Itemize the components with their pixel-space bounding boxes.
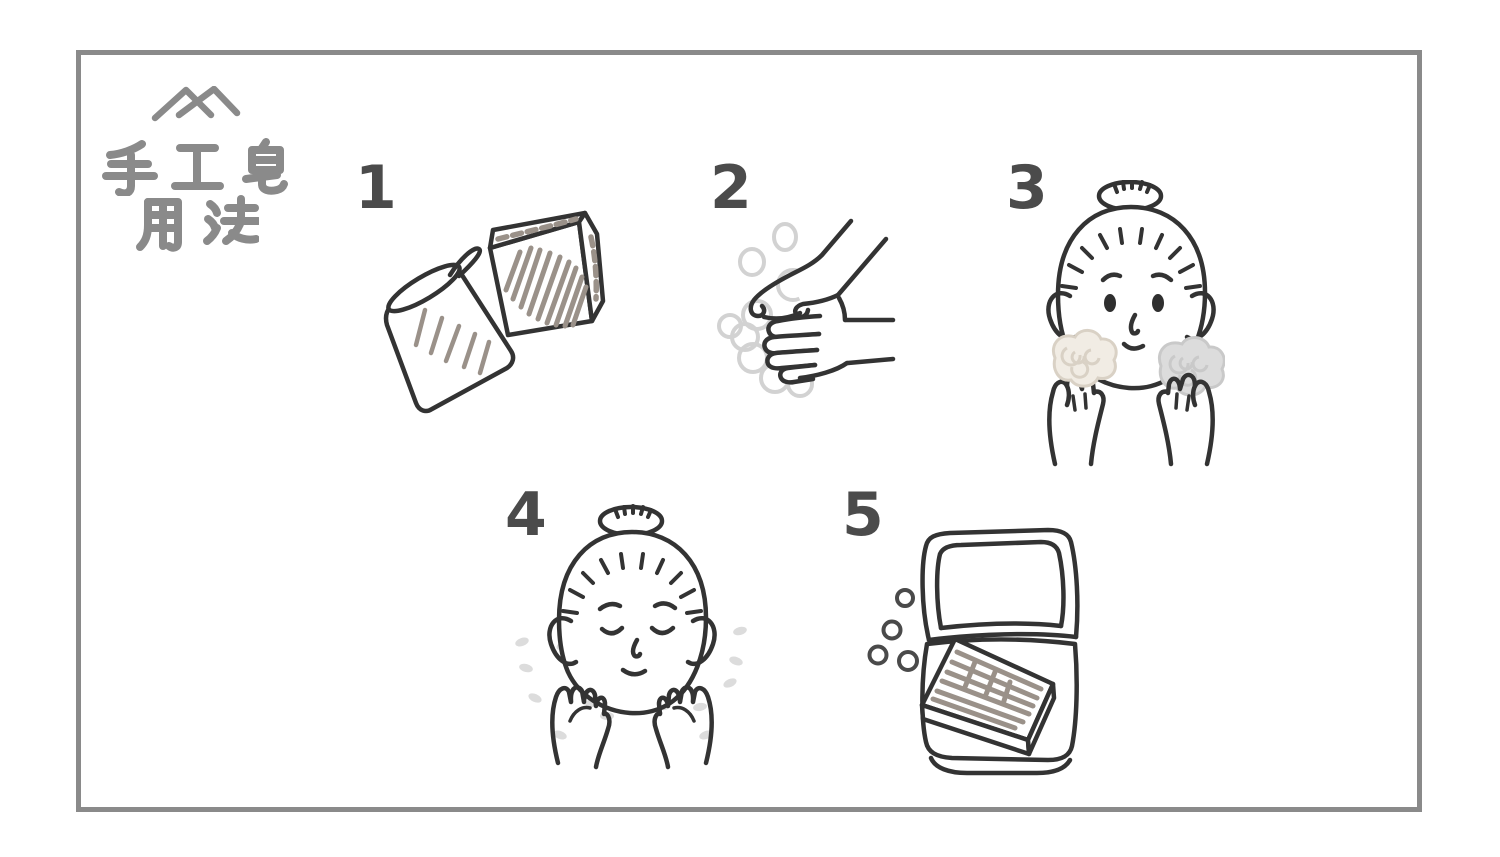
box-scribble-shading — [495, 216, 599, 329]
forearm — [835, 236, 889, 298]
mountain-icon — [151, 86, 241, 122]
right-eyebrow — [652, 601, 678, 611]
nose — [1128, 312, 1141, 336]
open-soap-package-illustration — [383, 210, 606, 414]
glyph-zao — [242, 138, 288, 195]
soap-box-side — [576, 210, 606, 324]
left-eye-closed — [599, 625, 625, 636]
left-hand — [1047, 372, 1106, 467]
right-hand — [1156, 372, 1215, 467]
step-2-number: 2 — [710, 153, 752, 223]
foam-left-cheek — [1052, 329, 1118, 388]
bag-opening — [386, 262, 462, 314]
nose — [630, 637, 643, 659]
right-eye — [1152, 294, 1164, 312]
soap-scribble-shading — [930, 649, 1044, 731]
logo-title-line2-graphic — [136, 195, 259, 252]
glyph-yong — [136, 198, 182, 252]
bag-hatch-shading — [413, 307, 492, 376]
right-eyebrow — [1150, 272, 1174, 283]
drawstring-bag-body — [383, 269, 516, 414]
step-4-number: 4 — [505, 480, 547, 550]
glyph-fa — [203, 195, 259, 245]
lather-hands-illustration — [717, 218, 896, 398]
logo-title-line2: 用法 — [0, 0, 1, 1]
logo-title-line1-graphic — [102, 138, 288, 196]
left-eyebrow — [597, 601, 623, 612]
hair-dashes — [1060, 227, 1202, 290]
soap-bar-side-right — [1025, 681, 1057, 757]
step-1-number: 1 — [355, 153, 397, 223]
step-3-number: 3 — [1006, 153, 1048, 223]
bun-dashes — [1112, 180, 1152, 194]
soap-bubbles — [738, 222, 798, 277]
soap-bubbles — [867, 588, 919, 672]
upper-hand — [748, 218, 854, 319]
right-eye-closed — [649, 625, 676, 636]
case-lid-inner — [934, 539, 1066, 631]
wrist-line-bottom — [845, 356, 896, 366]
case-foot — [928, 755, 1073, 776]
apply-foam-to-face-illustration — [1046, 180, 1225, 467]
mouth — [620, 667, 648, 677]
logo-title-line1: 手工皂 — [0, 0, 1, 1]
glyph-shou — [102, 140, 158, 196]
left-eye — [1104, 294, 1116, 312]
rinse-face-illustration — [515, 495, 747, 770]
drawstring-loop — [447, 246, 483, 279]
case-lid — [920, 527, 1080, 643]
mouth — [1121, 341, 1146, 351]
step-5-number: 5 — [842, 480, 884, 550]
left-hand — [550, 685, 612, 770]
finger-4 — [778, 362, 818, 385]
glyph-gong — [171, 144, 224, 190]
left-eyebrow — [1100, 272, 1123, 283]
right-hand — [652, 685, 714, 770]
border-frame — [76, 50, 1422, 812]
store-soap-in-dish-illustration — [867, 527, 1080, 776]
